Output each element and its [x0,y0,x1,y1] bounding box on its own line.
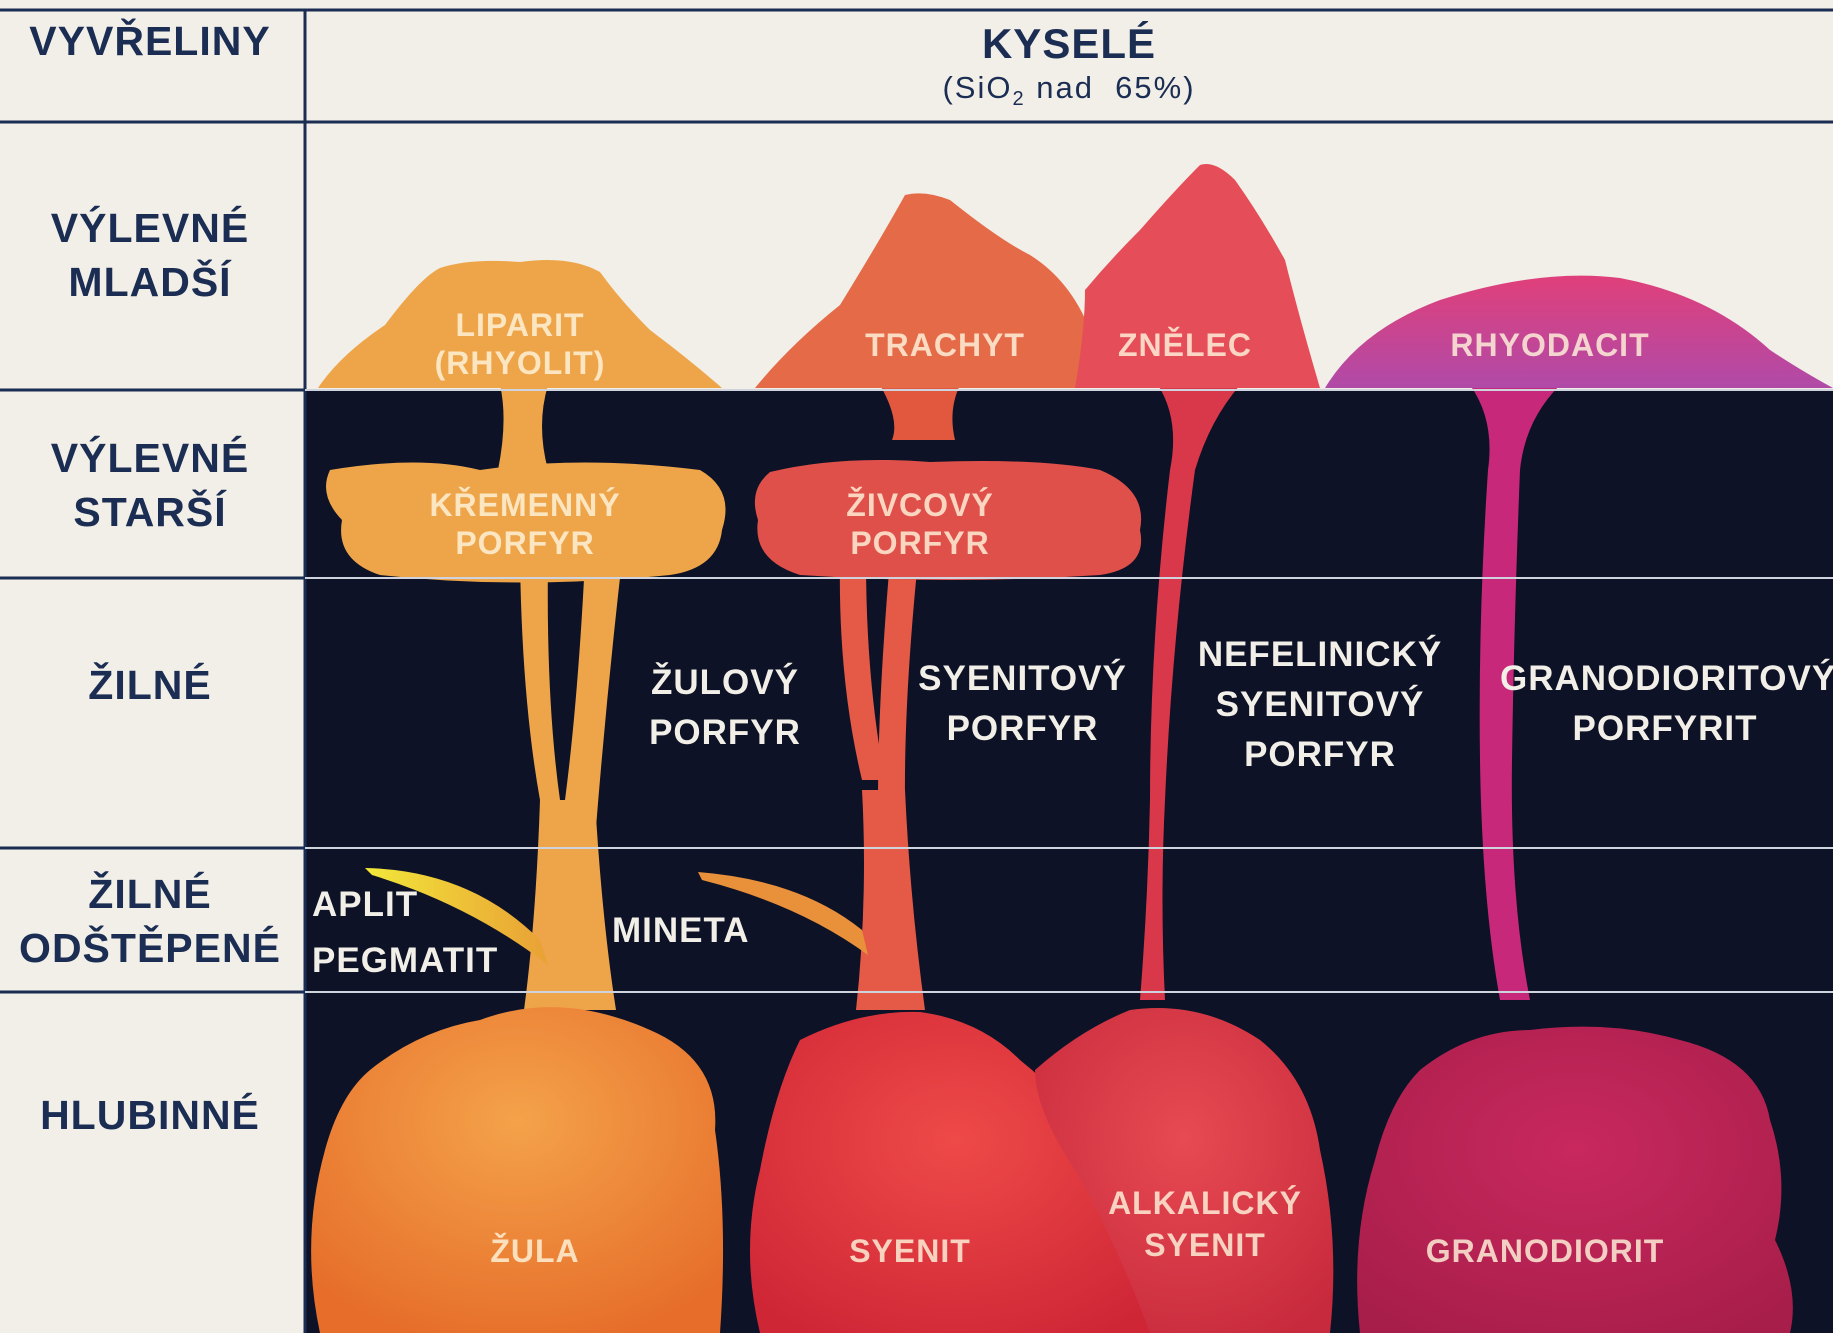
row-label-line: VÝLEVNÉ [51,431,249,485]
label-line: NEFELINICKÝ [1190,630,1450,680]
label-line: PEGMATIT [312,936,498,986]
label-line: PORFYR [900,704,1145,754]
label-alkalicky-syenit: ALKALICKÝ SYENIT [1090,1184,1320,1264]
label-trachyt: TRACHYT [840,326,1050,364]
label-kremenny-porfyr: KŘEMENNÝ PORFYR [415,486,635,562]
subtitle-pre: (SiO [942,70,1012,105]
label-mineta: MINETA [612,906,750,956]
row-label-zilne-odstepene: ŽILNÉ ODŠTĚPENÉ [0,862,300,980]
label-line: PORFYRIT [1500,704,1830,754]
label-zula: ŽULA [460,1232,610,1270]
row-label-line: ODŠTĚPENÉ [19,921,281,975]
label-zivcovy-porfyr: ŽIVCOVÝ PORFYR [815,486,1025,562]
label-syenit: SYENIT [820,1232,1000,1270]
granodiorit-body [1357,1027,1793,1333]
label-line: ŽULOVÝ [615,658,835,708]
row-label-line: VÝLEVNÉ [51,201,249,255]
label-line: PORFYR [815,524,1025,562]
acid-group-subtitle: (SiO2 nad 65%) [305,70,1833,111]
label-granodiorit: GRANODIORIT [1410,1232,1680,1270]
row-label-line: STARŠÍ [73,485,226,539]
label-line: PORFYR [415,524,635,562]
row-label-vylevne-starsi: VÝLEVNÉ STARŠÍ [0,420,300,550]
subtitle-sub: 2 [1012,88,1025,110]
row-label-vylevne-mladsi: VÝLEVNÉ MLADŠÍ [0,190,300,320]
label-line: GRANODIORITOVÝ [1500,654,1830,704]
row-label-line: ŽILNÉ [88,867,211,921]
label-aplit-pegmatit: APLIT PEGMATIT [312,880,498,986]
label-line: SYENITOVÝ [900,654,1145,704]
label-line: ALKALICKÝ [1090,1184,1320,1222]
label-nefelinicky-porfyr: NEFELINICKÝ SYENITOVÝ PORFYR [1190,630,1450,780]
label-line: KŘEMENNÝ [415,486,635,524]
row-label-line: ŽILNÉ [88,658,211,712]
acid-group-title: KYSELÉ [305,20,1833,68]
subtitle-post: nad 65%) [1026,70,1196,105]
label-line: PORFYR [1190,730,1450,780]
label-rhyodacit: RHYODACIT [1430,326,1670,364]
label-line: APLIT [312,880,498,930]
label-line: (RHYOLIT) [410,344,630,382]
row-label-line: MLADŠÍ [68,255,231,309]
label-znelec: ZNĚLEC [1100,326,1270,364]
label-liparit: LIPARIT (RHYOLIT) [410,306,630,382]
label-syenitovy-porfyr: SYENITOVÝ PORFYR [900,654,1145,754]
row-label-zilne: ŽILNÉ [0,650,300,720]
label-granodioritovy-porfyrit: GRANODIORITOVÝ PORFYRIT [1500,654,1830,754]
label-line: ŽIVCOVÝ [815,486,1025,524]
label-line: PORFYR [615,708,835,758]
label-line: LIPARIT [410,306,630,344]
corner-label: VYVŘELINY [0,18,300,65]
label-line: SYENIT [1090,1226,1320,1264]
row-label-hlubinne: HLUBINNÉ [0,1080,300,1150]
label-zulovy-porfyr: ŽULOVÝ PORFYR [615,658,835,758]
row-label-line: HLUBINNÉ [40,1088,260,1142]
label-line: SYENITOVÝ [1190,680,1450,730]
